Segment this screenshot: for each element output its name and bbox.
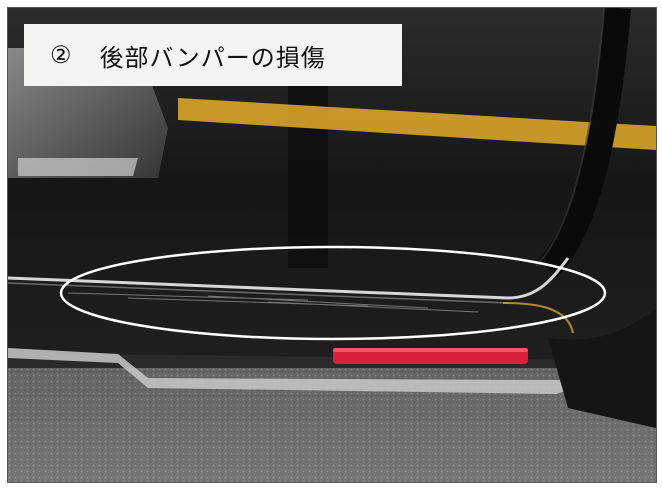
damage-scratches — [67, 292, 479, 313]
caption-number: ② — [50, 41, 72, 69]
road-marking-reflection — [178, 98, 656, 150]
caption-box: ② 後部バンパーの損傷 — [24, 24, 402, 86]
caption-text: 後部バンパーの損傷 — [99, 43, 326, 72]
bumper-chrome-upper — [8, 257, 570, 300]
photo-frame: ② 後部バンパーの損傷 — [7, 7, 657, 483]
car-body — [8, 8, 656, 360]
bumper-chrome-lower — [8, 348, 588, 394]
rear-bumper-photo — [8, 8, 656, 482]
damage-highlight-ellipse — [59, 245, 607, 341]
